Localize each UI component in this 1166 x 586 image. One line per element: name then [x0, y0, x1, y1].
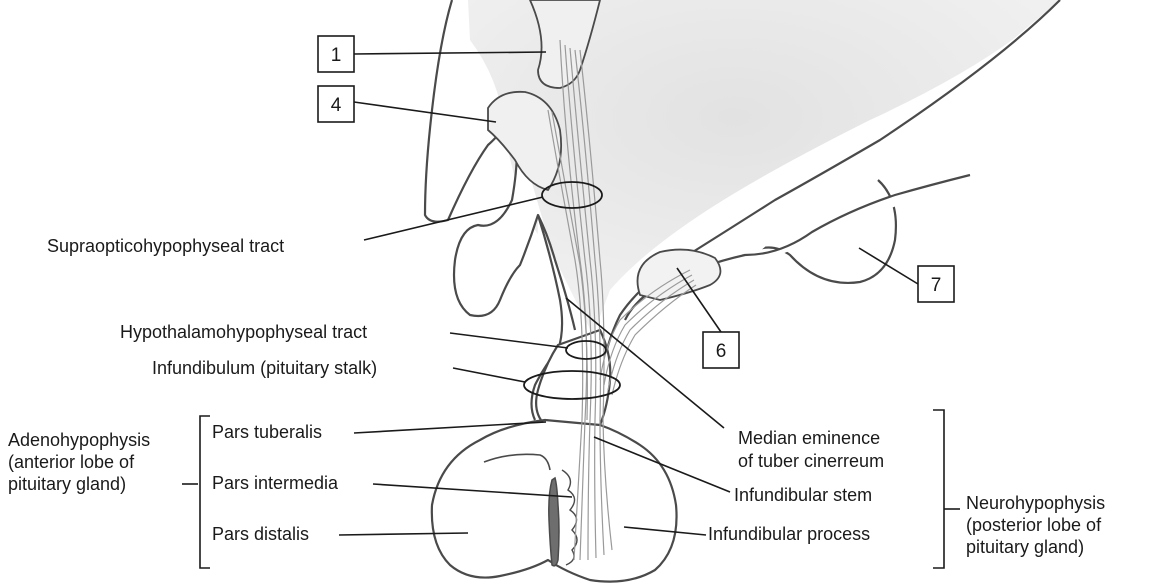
number-box-4: 4	[318, 86, 354, 122]
label-infundibular-process: Infundibular process	[708, 524, 870, 544]
region-4-bulge	[488, 92, 561, 190]
label-supraopticohypophyseal-tract: Supraopticohypophyseal tract	[47, 236, 284, 256]
number-box-1-text: 1	[331, 45, 342, 66]
label-adenohypophysis: Adenohypophysis	[8, 430, 150, 450]
number-box-1: 1	[318, 36, 354, 72]
label-infundibular-stem: Infundibular stem	[734, 485, 872, 505]
neurohypophysis-bracket	[933, 410, 944, 568]
label-pars-tuberalis: Pars tuberalis	[212, 422, 322, 442]
adenohypophysis-bracket	[200, 416, 210, 568]
number-box-6: 6	[703, 332, 739, 368]
number-box-4-text: 4	[331, 95, 342, 116]
label-hypothalamohypophyseal-tract: Hypothalamohypophyseal tract	[120, 322, 367, 342]
number-box-6-text: 6	[716, 341, 727, 362]
pars-intermedia-cleft	[549, 478, 559, 566]
label-pars-distalis: Pars distalis	[212, 524, 309, 544]
label-neurohypophysis-line2: (posterior lobe of	[966, 515, 1102, 535]
label-pars-intermedia: Pars intermedia	[212, 473, 339, 493]
number-box-7: 7	[918, 266, 954, 302]
label-neurohypophysis-line3: pituitary gland)	[966, 537, 1084, 557]
number-box-7-text: 7	[931, 275, 942, 296]
label-median-eminence-line2: of tuber cinerreum	[738, 451, 884, 471]
label-infundibulum: Infundibulum (pituitary stalk)	[152, 358, 377, 378]
label-median-eminence: Median eminence	[738, 428, 880, 448]
label-adenohypophysis-line3: pituitary gland)	[8, 474, 126, 494]
leader-infundibulum	[453, 368, 525, 382]
label-adenohypophysis-line2: (anterior lobe of	[8, 452, 135, 472]
label-neurohypophysis: Neurohypophysis	[966, 493, 1105, 513]
